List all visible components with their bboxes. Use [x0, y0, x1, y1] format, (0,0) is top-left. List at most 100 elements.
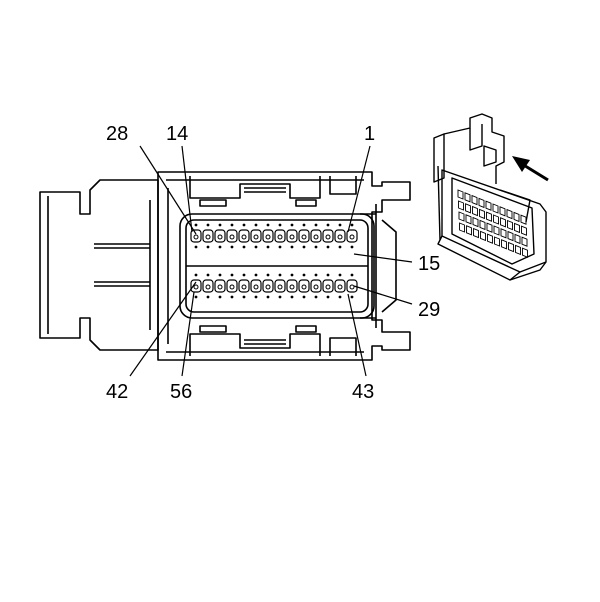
leader-28	[139, 145, 197, 235]
pin-latch-dot	[326, 295, 330, 299]
pin-cavity	[322, 279, 334, 293]
pin-latch-dot	[290, 245, 294, 249]
arrow-icon	[512, 156, 549, 182]
pin-hole	[241, 284, 247, 290]
pin-latch-dot	[338, 295, 342, 299]
pin-latch-dot	[278, 223, 282, 227]
pin-cavity	[214, 279, 226, 293]
pin-hole	[217, 234, 223, 240]
pin-hole	[277, 284, 283, 290]
pin-label-42: 42	[106, 381, 129, 403]
pin-latch-dot	[278, 245, 282, 249]
inset-pin-cell	[478, 197, 485, 209]
leader-56	[181, 291, 195, 377]
pin-cavity	[310, 279, 322, 293]
inset-pin-cell	[486, 222, 493, 233]
pin-hole	[193, 234, 199, 240]
inset-pin-cell	[500, 217, 506, 228]
pin-label-1: 1	[364, 123, 376, 145]
pin-latch-dot	[194, 295, 198, 299]
pin-latch-dot	[218, 273, 222, 277]
inset-pin-cell	[513, 211, 520, 223]
pin-hole	[265, 234, 271, 240]
pin-latch-dot	[194, 245, 198, 249]
pin-cavity	[274, 229, 286, 243]
pin-cavity	[214, 229, 226, 243]
pin-cavity	[202, 279, 214, 293]
inset-pin-cell	[465, 203, 471, 214]
pin-cavity	[286, 229, 298, 243]
inset-pin-cell	[465, 214, 472, 225]
pin-cavity	[286, 279, 298, 293]
pin-cavity	[298, 279, 310, 293]
pin-latch-dot	[254, 273, 258, 277]
pin-hole	[217, 284, 223, 290]
pin-cavity	[238, 279, 250, 293]
pin-label-14: 14	[166, 123, 189, 145]
pin-hole	[313, 234, 319, 240]
pin-latch-dot	[266, 245, 270, 249]
pin-latch-dot	[350, 273, 354, 277]
pin-hole	[349, 234, 355, 240]
pin-latch-dot	[314, 245, 318, 249]
pin-field	[179, 213, 375, 319]
pin-hole	[349, 284, 355, 290]
inset-pin-cell	[521, 225, 527, 236]
pin-hole	[229, 284, 235, 290]
pin-hole	[289, 284, 295, 290]
pin-latch-dot	[326, 273, 330, 277]
pin-label-28: 28	[106, 123, 129, 145]
inset-pin-cell	[501, 239, 507, 250]
pin-latch-dot	[314, 273, 318, 277]
pin-cavity	[346, 279, 358, 293]
pin-latch-dot	[230, 223, 234, 227]
leader-1	[347, 145, 371, 233]
inset-pin-cell	[472, 205, 478, 217]
pin-label-15: 15	[418, 253, 441, 275]
pin-latch-dot	[242, 223, 246, 227]
pin-latch-dot	[350, 223, 354, 227]
pin-hole	[325, 284, 331, 290]
inset-pin-cell	[508, 241, 514, 253]
inset-pin-cell	[507, 219, 513, 231]
inset-pin-cell	[521, 236, 528, 247]
pin-latch-dot	[230, 273, 234, 277]
pin-latch-dot	[194, 273, 198, 277]
left-latch	[39, 179, 159, 351]
inset-pin-cell	[493, 225, 500, 236]
pin-latch-dot	[242, 273, 246, 277]
pin-latch-dot	[290, 273, 294, 277]
inset-pin-cell	[486, 211, 492, 222]
inset-pin-cell	[514, 222, 520, 234]
leader-29	[353, 285, 413, 305]
pin-cavity	[202, 229, 214, 243]
pin-latch-dot	[218, 223, 222, 227]
pin-latch-dot	[326, 245, 330, 249]
pin-latch-dot	[314, 295, 318, 299]
pin-hole	[193, 284, 199, 290]
pin-hole	[337, 234, 343, 240]
inset-pin-cell	[464, 192, 471, 203]
inset-pin-cell	[506, 208, 513, 220]
pin-cavity	[334, 229, 346, 243]
pin-cavity	[298, 229, 310, 243]
pin-hole	[277, 234, 283, 240]
pin-cavity	[262, 279, 274, 293]
inset-pin-cell	[499, 206, 506, 217]
inset-pin-cell	[494, 236, 500, 247]
pin-latch-dot	[230, 295, 234, 299]
pin-cavity	[262, 229, 274, 243]
pin-label-43: 43	[352, 381, 375, 403]
pin-hole	[241, 234, 247, 240]
inset-pin-cell	[458, 211, 465, 222]
pin-latch-dot	[290, 223, 294, 227]
inset-pin-cell	[493, 214, 499, 225]
pin-latch-dot	[194, 223, 198, 227]
pin-cavity	[310, 229, 322, 243]
pin-latch-dot	[206, 223, 210, 227]
pin-latch-dot	[230, 245, 234, 249]
pin-hole	[289, 234, 295, 240]
pin-cavity	[226, 279, 238, 293]
pin-latch-dot	[278, 273, 282, 277]
